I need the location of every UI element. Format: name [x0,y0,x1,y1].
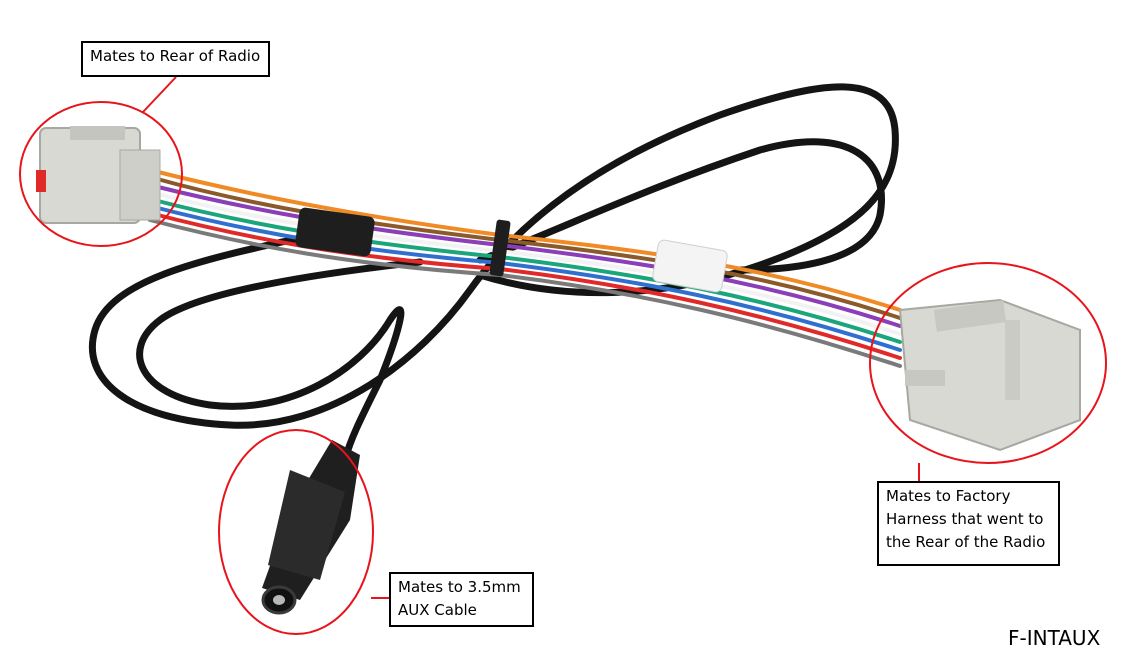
aux-cable [88,83,899,464]
circle-aux-jack [218,429,374,635]
right-connector [898,298,1081,452]
callout-aux-cable: Mates to 3.5mm AUX Cable [389,572,534,627]
callout-factory-harness: Mates to Factory Harness that went to th… [877,481,1060,566]
callout-factory-line-1: Mates to Factory [886,487,1011,505]
callout-aux-line-1: Mates to 3.5mm [398,578,521,596]
product-code: F-INTAUX [1008,626,1101,650]
callout-factory-line-2: Harness that went to [886,510,1044,528]
callout-rear-radio-line-1: Mates to Rear of Radio [90,47,261,65]
circle-factory-harness [869,262,1107,464]
callout-factory-line-3: the Rear of the Radio [886,533,1046,551]
leader-rear-radio [142,76,177,113]
left-connector [36,126,161,224]
aux-jack [261,440,360,615]
callout-rear-radio: Mates to Rear of Radio [81,41,270,77]
callout-aux-line-2: AUX Cable [398,601,477,619]
highlight-circles [19,76,1107,635]
tape-wraps [295,207,728,293]
circle-rear-radio [19,101,183,247]
